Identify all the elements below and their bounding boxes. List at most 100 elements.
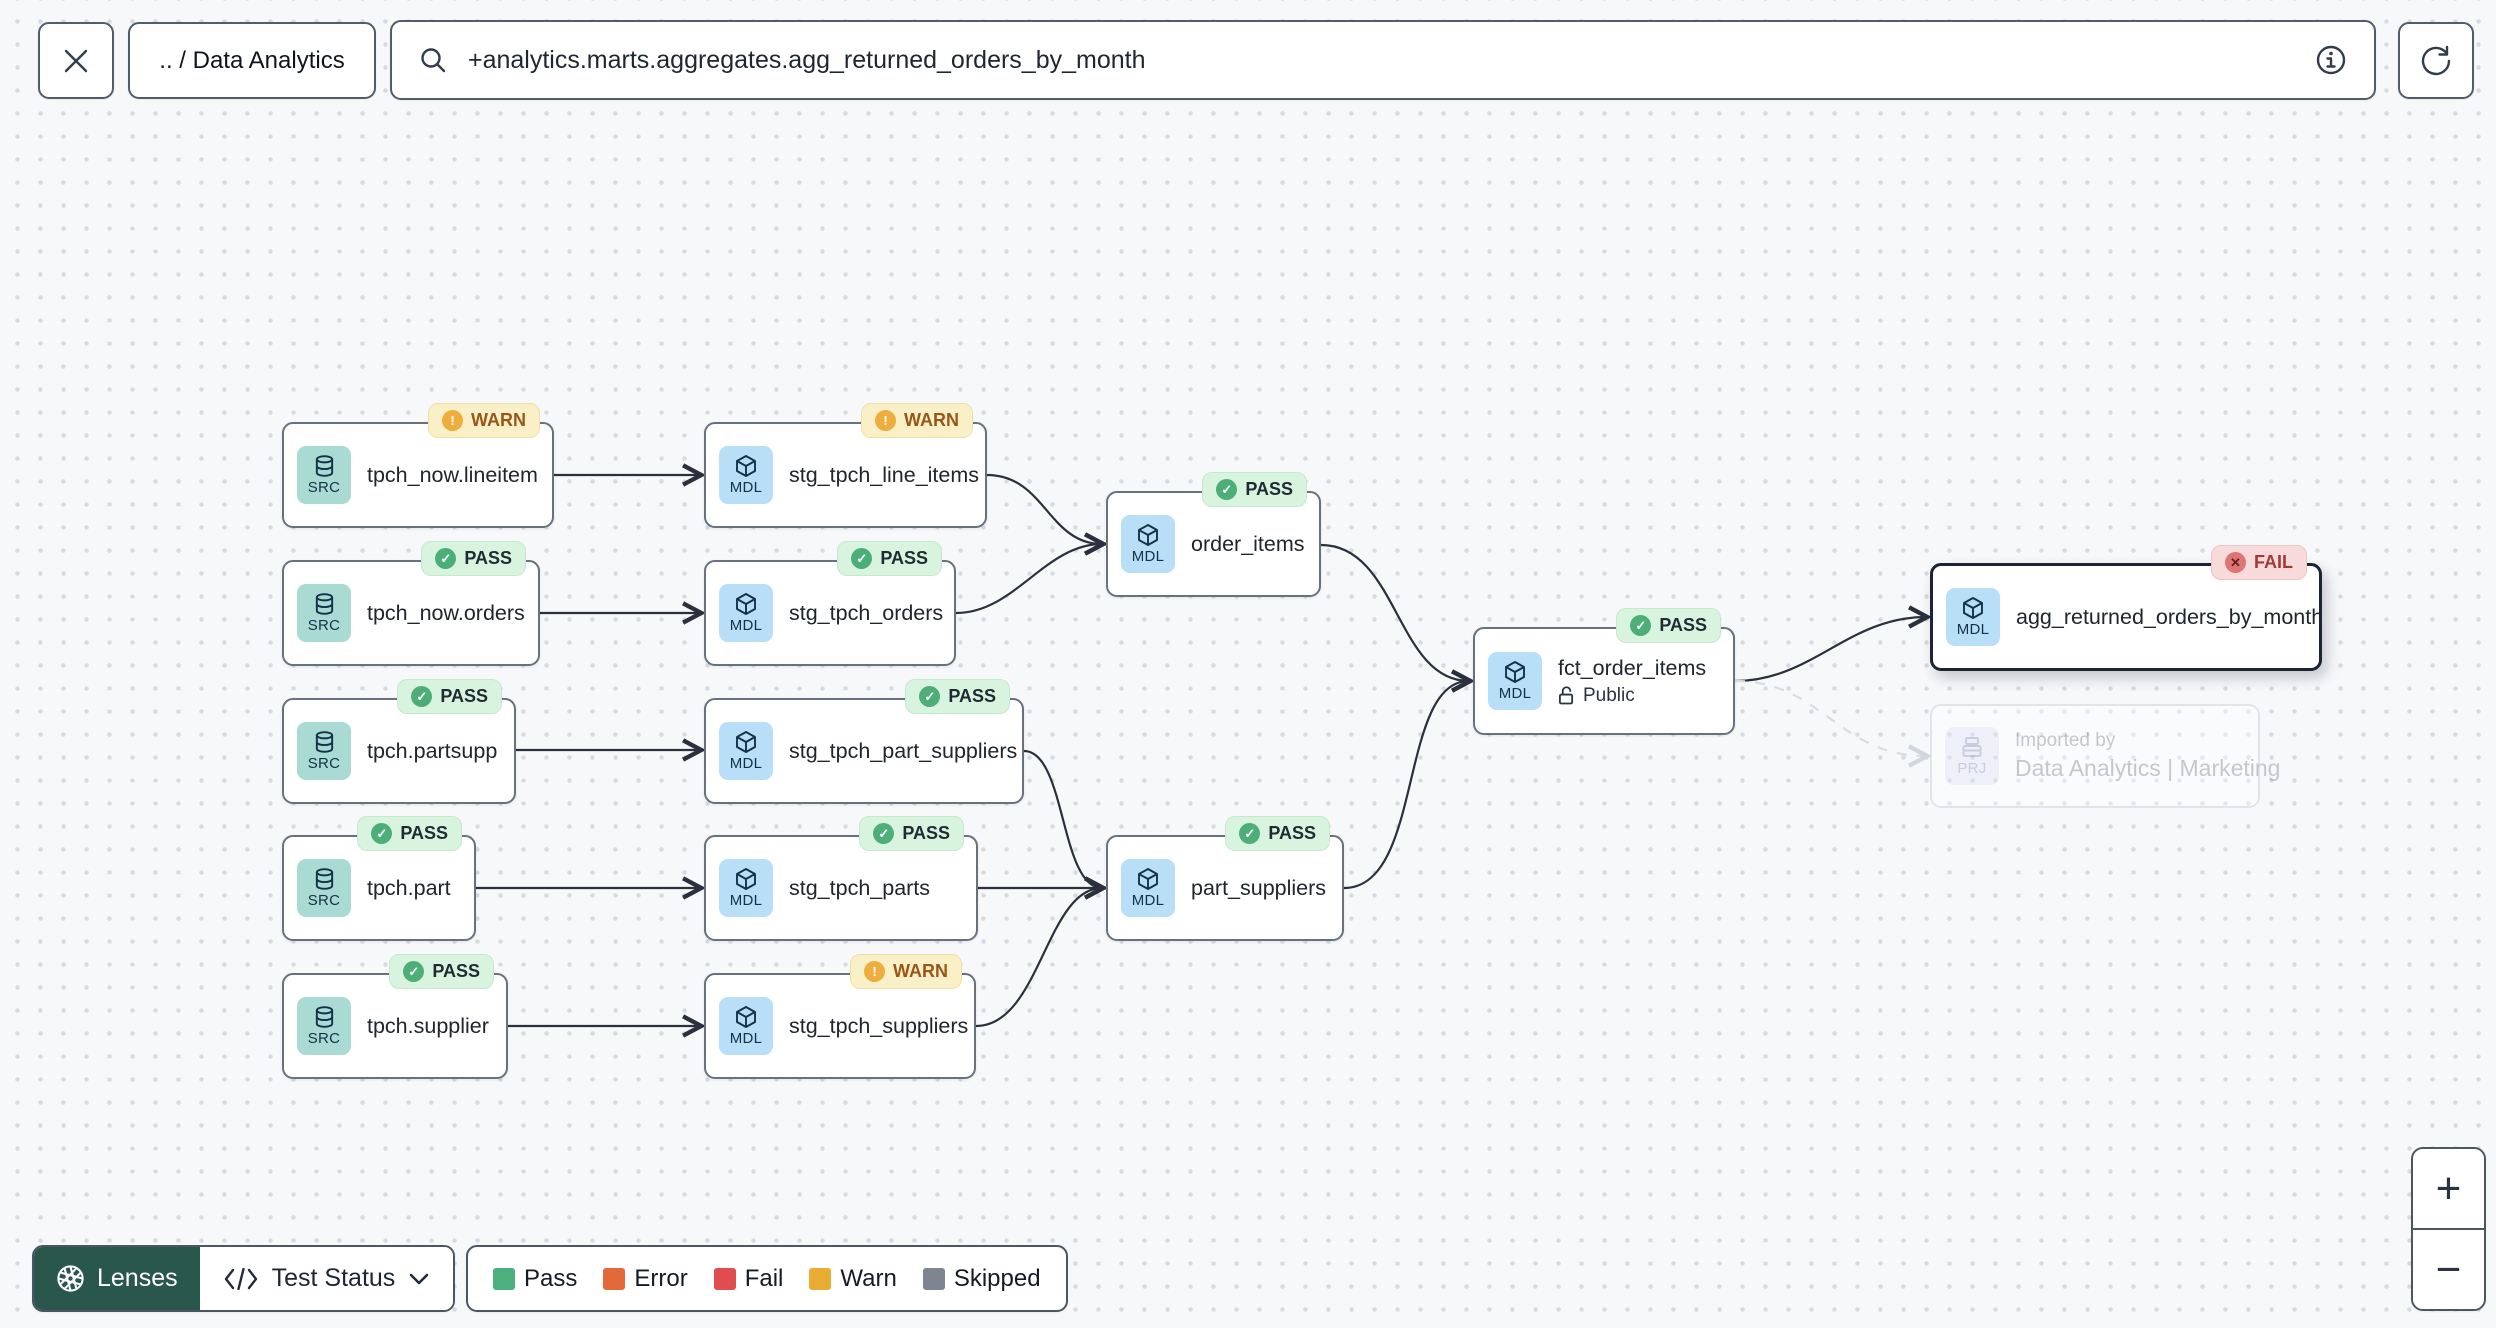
status-badge-pass: ✓PASS bbox=[397, 679, 502, 714]
pass-status-icon: ✓ bbox=[873, 823, 895, 844]
pass-status-icon: ✓ bbox=[411, 686, 433, 707]
prj-tile: PRJ bbox=[1945, 727, 1999, 785]
lenses-label: Lenses bbox=[97, 1264, 178, 1292]
search-input[interactable] bbox=[466, 44, 2296, 76]
edge-order_items-fct_order_items bbox=[1320, 543, 1469, 681]
zoom-out-button[interactable]: − bbox=[2413, 1230, 2484, 1309]
cube-icon bbox=[1963, 597, 1983, 619]
node-kind-label: MDL bbox=[1498, 685, 1532, 702]
src-tile: SRC bbox=[297, 997, 351, 1055]
cube-icon bbox=[736, 731, 756, 753]
mdl-tile: MDL bbox=[1121, 859, 1175, 917]
cube-icon bbox=[1138, 524, 1158, 546]
pass-status-icon: ✓ bbox=[1239, 823, 1261, 844]
node-kind-label: SRC bbox=[307, 1030, 341, 1047]
legend-item-fail: Fail bbox=[713, 1265, 783, 1293]
imported-project-name: Data Analytics | Marketing bbox=[2015, 755, 2281, 781]
legend-item-warn: Warn bbox=[809, 1265, 897, 1293]
node-label: stg_tpch_part_suppliers bbox=[789, 738, 1018, 763]
pass-status-icon: ✓ bbox=[851, 548, 873, 569]
status-badge-pass: ✓PASS bbox=[905, 679, 1010, 714]
refresh-icon bbox=[2421, 45, 2451, 75]
node-label: order_items bbox=[1191, 531, 1305, 556]
edge-fct_order_items-imported_project bbox=[1734, 679, 1926, 756]
info-icon[interactable] bbox=[2314, 43, 2348, 77]
node-tpch_now_orders[interactable]: SRC tpch_now.orders ✓PASS bbox=[282, 541, 540, 666]
node-label: stg_tpch_suppliers bbox=[789, 1013, 969, 1038]
imported-by-label: Imported by bbox=[2015, 730, 2116, 751]
node-label: stg_tpch_orders bbox=[789, 600, 944, 625]
status-badge-pass: ✓PASS bbox=[837, 541, 942, 576]
src-tile: SRC bbox=[297, 446, 351, 504]
node-stg_tpch_line_items[interactable]: MDL stg_tpch_line_items !WARN bbox=[704, 403, 987, 528]
status-badge-warn: !WARN bbox=[428, 403, 540, 438]
mdl-tile: MDL bbox=[719, 722, 773, 780]
lenses-button[interactable]: Lenses bbox=[34, 1247, 200, 1310]
lock-open-icon bbox=[1558, 686, 1574, 705]
node-tpch_now_lineitem[interactable]: SRC tpch_now.lineitem !WARN bbox=[282, 403, 554, 528]
status-badge-pass: ✓PASS bbox=[389, 954, 494, 989]
legend-swatch bbox=[809, 1267, 832, 1290]
database-icon bbox=[315, 868, 333, 890]
close-button[interactable] bbox=[38, 22, 114, 99]
lens-selected-label: Test Status bbox=[271, 1264, 396, 1292]
node-kind-label: SRC bbox=[307, 892, 341, 909]
node-kind-label: PRJ bbox=[1957, 760, 1987, 777]
search-bar[interactable] bbox=[390, 20, 2376, 100]
edge-part_suppliers-fct_order_items bbox=[1343, 681, 1469, 890]
node-label: tpch_now.lineitem bbox=[367, 462, 538, 487]
node-imported_by_project[interactable]: PRJ Imported by Data Analytics | Marketing bbox=[1930, 704, 2280, 808]
refresh-button[interactable] bbox=[2398, 22, 2474, 99]
edge-fct_order_items-agg bbox=[1734, 617, 1926, 683]
node-part_suppliers[interactable]: MDL part_suppliers ✓PASS bbox=[1106, 816, 1344, 941]
search-icon bbox=[421, 48, 446, 73]
node-label: part_suppliers bbox=[1191, 875, 1327, 900]
lens-selector[interactable]: Test Status bbox=[199, 1247, 454, 1310]
node-label: tpch_now.orders bbox=[367, 600, 525, 625]
status-badge-pass: ✓PASS bbox=[1225, 816, 1330, 851]
legend-swatch bbox=[493, 1267, 515, 1290]
pass-status-icon: ✓ bbox=[403, 961, 425, 982]
node-stg_tpch_part_suppliers[interactable]: MDL stg_tpch_part_suppliers ✓PASS bbox=[704, 679, 1024, 804]
pass-status-icon: ✓ bbox=[371, 823, 393, 844]
node-label: agg_returned_orders_by_month bbox=[2016, 604, 2324, 629]
status-badge-pass: ✓PASS bbox=[1202, 472, 1307, 507]
breadcrumb[interactable]: .. / Data Analytics bbox=[128, 22, 376, 99]
database-icon bbox=[315, 455, 333, 477]
node-kind-label: SRC bbox=[307, 617, 341, 634]
status-badge-pass: ✓PASS bbox=[421, 541, 526, 576]
plus-icon: + bbox=[2435, 1163, 2462, 1213]
node-kind-label: MDL bbox=[729, 479, 763, 496]
code-icon bbox=[224, 1267, 257, 1290]
cube-icon bbox=[736, 593, 756, 615]
fail-status-icon: ✕ bbox=[2225, 552, 2246, 573]
chevron-down-icon bbox=[409, 1273, 429, 1284]
status-badge-pass: ✓PASS bbox=[1616, 608, 1721, 643]
legend-swatch bbox=[713, 1267, 736, 1290]
node-kind-label: SRC bbox=[307, 755, 341, 772]
mdl-tile: MDL bbox=[1488, 652, 1542, 710]
node-kind-label: MDL bbox=[1131, 892, 1165, 909]
status-badge-pass: ✓PASS bbox=[357, 816, 462, 851]
breadcrumb-label: .. / Data Analytics bbox=[159, 46, 345, 74]
node-label: stg_tpch_line_items bbox=[789, 462, 980, 487]
database-icon bbox=[315, 1006, 333, 1028]
cube-icon bbox=[1505, 661, 1525, 683]
close-icon bbox=[64, 49, 88, 72]
node-kind-label: MDL bbox=[729, 1030, 763, 1047]
warn-status-icon: ! bbox=[864, 961, 885, 982]
edge-stg_orders-order_items bbox=[955, 544, 1102, 615]
minus-icon: − bbox=[2435, 1244, 2462, 1294]
status-badge-warn: !WARN bbox=[861, 403, 973, 438]
zoom-in-button[interactable]: + bbox=[2413, 1149, 2484, 1230]
pass-status-icon: ✓ bbox=[435, 548, 457, 569]
